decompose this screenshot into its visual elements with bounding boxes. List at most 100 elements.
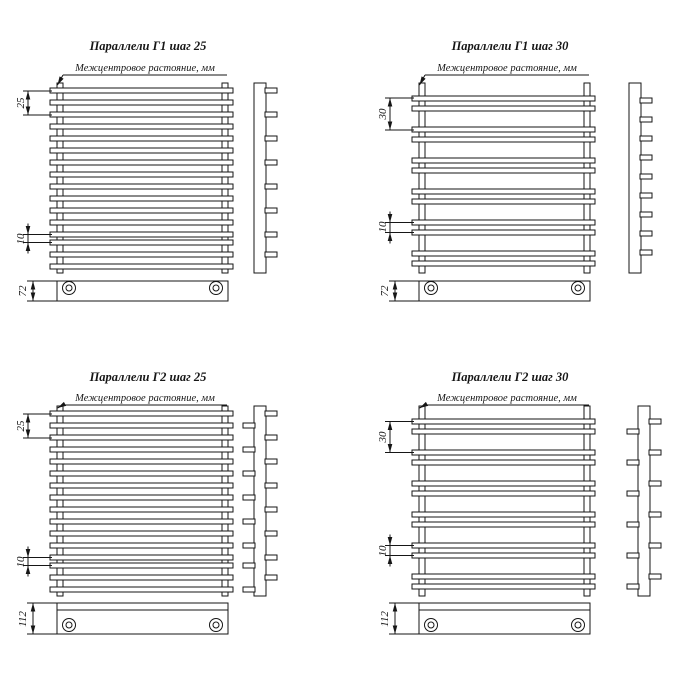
crossbar-tube	[49, 135, 234, 142]
crossbar-tube	[49, 458, 234, 465]
side-tube-end	[626, 552, 640, 559]
crossbar-tube	[49, 231, 234, 238]
center-distance-label: Межцентровое растояние, мм	[74, 393, 215, 404]
side-tube-end	[648, 480, 662, 487]
crossbar-tube	[49, 422, 234, 429]
side-tube-end	[264, 574, 278, 581]
base-collector	[56, 280, 229, 302]
panel-g2-step-30: Параллели Г2 шаг 30 Межцентровое растоян…	[377, 370, 662, 635]
side-tube-end	[626, 428, 640, 435]
crossbar-tube	[49, 482, 234, 489]
side-tube-end	[242, 422, 256, 429]
right-collector-tube	[221, 405, 229, 597]
side-tube-end	[242, 586, 256, 593]
crossbar-tube	[49, 494, 234, 501]
crossbar-tube	[49, 195, 234, 202]
right-collector-tube	[221, 82, 229, 274]
base-collector	[418, 280, 591, 302]
side-tube-end	[639, 116, 653, 123]
crossbar-tube	[411, 250, 596, 257]
dim-arrow	[25, 226, 31, 235]
side-tube-end	[264, 482, 278, 489]
dim-arrow	[57, 401, 67, 408]
crossbar-tube	[49, 123, 234, 130]
side-tube-end	[648, 449, 662, 456]
crossbar-tube	[49, 111, 234, 118]
crossbar-tube	[411, 449, 596, 456]
connection-port-inner	[212, 284, 220, 292]
center-distance-label: Межцентровое растояние, мм	[436, 63, 577, 74]
dim-arrow	[25, 106, 31, 115]
side-tube-end	[242, 494, 256, 501]
dim-arrow	[392, 603, 398, 612]
inner-dimension: 10	[15, 556, 27, 568]
side-tube-end	[264, 434, 278, 441]
dim-arrow	[25, 429, 31, 438]
panel-g1-step-25: Параллели Г1 шаг 25 Межцентровое растоян…	[15, 39, 278, 302]
crossbar-tube	[411, 95, 596, 102]
side-tube-end	[639, 230, 653, 237]
side-tube-end	[264, 251, 278, 258]
crossbar-tube	[411, 136, 596, 143]
side-tube-end	[626, 521, 640, 528]
panel-title: Параллели Г2 шаг 25	[89, 370, 207, 384]
dim-arrow	[392, 625, 398, 634]
crossbar-tube	[411, 418, 596, 425]
connection-port-inner	[65, 621, 73, 629]
crossbar-tube	[411, 126, 596, 133]
crossbar-tube	[49, 530, 234, 537]
side-tube-end	[648, 418, 662, 425]
side-profile	[253, 82, 267, 274]
side-profile	[637, 405, 651, 597]
dim-arrow	[387, 537, 393, 546]
dim-arrow	[25, 565, 31, 574]
crossbar-tube	[411, 105, 596, 112]
side-tube-end	[264, 410, 278, 417]
side-tube-end	[264, 231, 278, 238]
connection-port-inner	[212, 621, 220, 629]
panel-g2-step-25: Параллели Г2 шаг 25 Межцентровое растоян…	[15, 370, 278, 635]
side-tube-end	[264, 87, 278, 94]
crossbar-tube	[411, 428, 596, 435]
crossbar-tube	[49, 183, 234, 190]
collector-dimension: 72	[17, 285, 29, 297]
side-tube-end	[242, 518, 256, 525]
side-tube-end	[639, 192, 653, 199]
crossbar-tube	[49, 574, 234, 581]
crossbar-tube	[49, 470, 234, 477]
collector-dimension: 112	[379, 611, 391, 627]
side-tube-end	[639, 154, 653, 161]
dim-arrow	[30, 625, 36, 634]
dim-arrow	[387, 555, 393, 564]
crossbar-tube	[411, 583, 596, 590]
side-tube-end	[639, 173, 653, 180]
crossbar-tube	[49, 446, 234, 453]
dim-arrow	[25, 414, 31, 423]
crossbar-tube	[411, 260, 596, 267]
side-tube-end	[648, 511, 662, 518]
crossbar-tube	[411, 480, 596, 487]
crossbar-tube	[49, 251, 234, 258]
connection-port-inner	[427, 284, 435, 292]
dim-arrow	[387, 421, 393, 430]
side-tube-end	[264, 159, 278, 166]
side-tube-end	[639, 211, 653, 218]
crossbar-tube	[49, 171, 234, 178]
right-collector-tube	[583, 405, 591, 597]
left-collector-tube	[56, 82, 64, 274]
dim-arrow	[57, 76, 64, 85]
crossbar-tube	[49, 219, 234, 226]
side-tube-end	[242, 470, 256, 477]
dim-arrow	[387, 232, 393, 241]
dim-arrow	[392, 292, 398, 301]
side-tube-end	[648, 573, 662, 580]
crossbar-tube	[411, 229, 596, 236]
connection-port-inner	[65, 284, 73, 292]
crossbar-tube	[411, 219, 596, 226]
dim-arrow	[25, 91, 31, 100]
crossbar-tube	[49, 147, 234, 154]
right-collector-tube	[583, 82, 591, 274]
crossbar-tube	[49, 506, 234, 513]
side-tube-end	[626, 459, 640, 466]
